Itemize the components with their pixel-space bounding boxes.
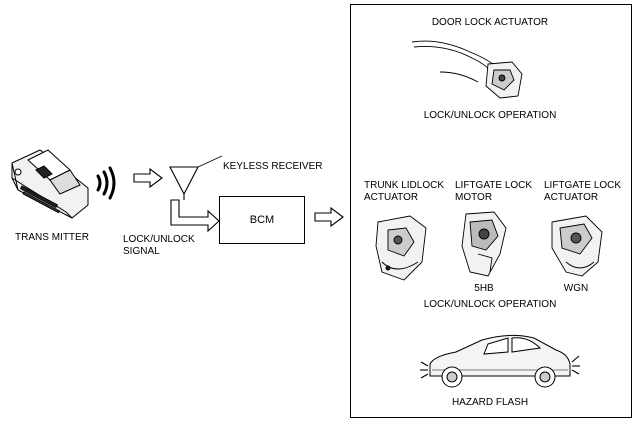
lock-unlock-signal-label-line2: SIGNAL	[123, 246, 160, 257]
liftgate-lock-motor-icon	[461, 211, 507, 277]
lock-unlock-signal-label-line1: LOCK/UNLOCK	[123, 234, 195, 245]
liftgate-lock-actuator-label-line1: LIFTGATE LOCK	[544, 180, 622, 191]
lock-unlock-operation-top-label: LOCK/UNLOCK OPERATION	[423, 110, 557, 121]
variant-5hb-label: 5HB	[474, 283, 494, 294]
door-lock-actuator-label: DOOR LOCK ACTUATOR	[431, 17, 549, 28]
trunk-lid-lock-actuator-label-line1: TRUNK LIDLOCK	[364, 180, 445, 191]
lock-signal-arrow	[170, 199, 220, 233]
keyless-receiver-icon	[169, 166, 199, 200]
trunk-lid-lock-actuator-icon	[375, 215, 427, 281]
liftgate-lock-motor-label-line2: MOTOR	[455, 192, 493, 203]
door-lock-actuator-icon	[411, 40, 523, 99]
transmitter-label: TRANS MITTER	[15, 232, 89, 243]
hazard-flash-label: HAZARD FLASH	[451, 397, 529, 408]
transmitter-icon	[11, 149, 89, 219]
bcm-box: BCM	[219, 196, 305, 244]
hazard-flash-lines-icon	[420, 355, 580, 379]
liftgate-lock-motor-label-line1: LIFTGATE LOCK	[455, 180, 533, 191]
arrow-to-receiver	[133, 167, 163, 189]
car-hazard-flash-icon	[429, 334, 571, 388]
outputs-frame	[350, 4, 632, 418]
lock-unlock-operation-middle-label: LOCK/UNLOCK OPERATION	[423, 299, 557, 310]
trunk-lid-lock-actuator-label-line2: ACTUATOR	[364, 192, 419, 203]
keyless-receiver-label: KEYLESS RECEIVER	[223, 161, 323, 172]
signal-waves-icon	[96, 166, 116, 200]
variant-wgn-label: WGN	[563, 283, 589, 294]
liftgate-lock-actuator-label-line2: ACTUATOR	[544, 192, 599, 203]
bcm-label: BCM	[249, 214, 275, 226]
arrow-to-outputs	[314, 206, 344, 228]
receiver-leader-line	[197, 155, 223, 168]
liftgate-lock-actuator-icon	[551, 215, 603, 277]
